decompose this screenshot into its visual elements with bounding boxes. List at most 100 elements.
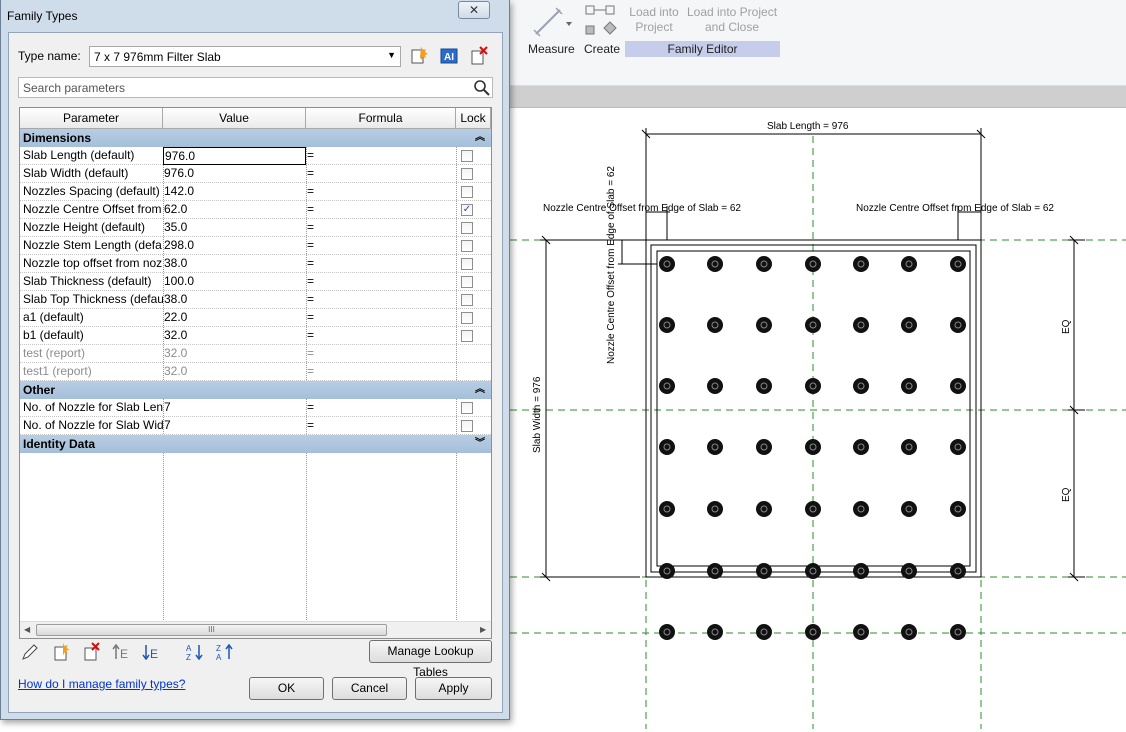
parameter-value-cell[interactable]: 62.0: [164, 202, 188, 216]
search-icon[interactable]: [473, 79, 491, 97]
measure-icon[interactable]: [530, 4, 572, 40]
parameter-formula-cell[interactable]: =: [307, 202, 315, 216]
load-into-project-close-button[interactable]: Load into Project and Close: [686, 5, 778, 34]
parameter-row[interactable]: Slab Thickness (default)100.0=: [20, 273, 491, 291]
remove-parameter-icon[interactable]: [81, 642, 101, 662]
column-header-parameter[interactable]: Parameter: [20, 108, 163, 129]
load-into-project-button[interactable]: Load into Project: [629, 5, 679, 34]
parameter-value-cell[interactable]: 32.0: [164, 328, 188, 342]
create-icon[interactable]: [584, 4, 618, 38]
parameter-formula-cell[interactable]: =: [307, 292, 315, 306]
parameter-value-cell[interactable]: 976.0: [164, 166, 195, 180]
delete-type-icon[interactable]: [468, 45, 490, 67]
parameter-value-cell[interactable]: 976.0: [163, 147, 306, 165]
parameter-formula-cell[interactable]: =: [307, 220, 315, 234]
scroll-right-icon[interactable]: ▶: [480, 625, 487, 634]
parameter-formula-cell[interactable]: =: [307, 274, 315, 288]
parameter-formula-cell[interactable]: =: [307, 148, 315, 162]
lock-checkbox[interactable]: [461, 240, 473, 252]
parameter-formula-cell[interactable]: =: [307, 346, 315, 360]
lock-checkbox-checked[interactable]: ✓: [461, 204, 473, 216]
parameter-row[interactable]: b1 (default)32.0=: [20, 327, 491, 345]
parameter-value-cell[interactable]: 38.0: [164, 256, 188, 270]
type-name-dropdown[interactable]: 7 x 7 976mm Filter Slab ▼: [89, 46, 401, 67]
column-header-lock[interactable]: Lock: [456, 108, 491, 129]
lock-checkbox[interactable]: [461, 312, 473, 324]
parameter-value-cell[interactable]: 38.0: [164, 292, 188, 306]
parameter-value-cell[interactable]: 142.0: [164, 184, 195, 198]
parameter-row[interactable]: test1 (report)32.0=: [20, 363, 491, 381]
parameter-formula-cell[interactable]: =: [307, 184, 315, 198]
cancel-button[interactable]: Cancel: [332, 677, 407, 700]
parameter-value-cell[interactable]: 7: [164, 418, 171, 432]
sort-ascending-icon[interactable]: A Z: [185, 642, 205, 662]
parameter-value-cell[interactable]: 35.0: [164, 220, 188, 234]
parameter-value-cell[interactable]: 100.0: [164, 274, 195, 288]
move-down-icon[interactable]: E: [141, 642, 161, 662]
parameter-row[interactable]: a1 (default)22.0=: [20, 309, 491, 327]
apply-button[interactable]: Apply: [415, 677, 492, 700]
parameter-formula-cell[interactable]: =: [307, 364, 315, 378]
horizontal-scrollbar[interactable]: ◀ III ▶: [20, 621, 491, 638]
parameter-formula-cell[interactable]: =: [307, 400, 315, 414]
column-header-formula[interactable]: Formula: [306, 108, 456, 129]
close-button[interactable]: ✕: [458, 1, 490, 19]
group-header[interactable]: Identity Data︾: [20, 435, 491, 453]
group-header[interactable]: Other ︽: [20, 381, 491, 399]
parameter-formula-cell[interactable]: =: [307, 418, 315, 432]
parameter-value-cell[interactable]: 22.0: [164, 310, 188, 324]
manage-lookup-tables-button[interactable]: Manage Lookup Tables: [369, 640, 492, 679]
parameter-formula-cell[interactable]: =: [307, 310, 315, 324]
scroll-left-icon[interactable]: ◀: [24, 625, 31, 634]
lock-checkbox[interactable]: [461, 186, 473, 198]
scrollbar-thumb[interactable]: III: [36, 624, 387, 636]
svg-text:E: E: [150, 647, 158, 661]
parameter-value-cell[interactable]: 298.0: [164, 238, 195, 252]
parameter-formula-cell[interactable]: =: [307, 328, 315, 342]
sort-descending-icon[interactable]: Z A: [215, 642, 235, 662]
parameter-formula-cell[interactable]: =: [307, 166, 315, 180]
lock-checkbox[interactable]: [461, 420, 473, 432]
lock-checkbox[interactable]: [461, 168, 473, 180]
group-title: Other: [23, 383, 56, 397]
new-type-icon[interactable]: [408, 45, 430, 67]
parameter-value-cell[interactable]: 32.0: [164, 346, 188, 360]
lock-checkbox[interactable]: [461, 294, 473, 306]
edit-parameter-icon[interactable]: [20, 642, 40, 662]
lock-checkbox[interactable]: [461, 276, 473, 288]
parameter-row[interactable]: Slab Length (default)976.0=: [20, 147, 491, 165]
parameter-formula-cell[interactable]: =: [307, 238, 315, 252]
parameter-row[interactable]: test (report)32.0=: [20, 345, 491, 363]
parameter-grid[interactable]: Parameter Value Formula Lock Dimensions︽…: [19, 107, 492, 639]
rename-type-icon[interactable]: AI: [438, 45, 460, 67]
parameter-row[interactable]: Slab Width (default)976.0=: [20, 165, 491, 183]
lock-checkbox[interactable]: [461, 330, 473, 342]
parameter-value-cell[interactable]: 32.0: [164, 364, 188, 378]
move-up-icon[interactable]: E: [111, 642, 131, 662]
parameter-formula-cell[interactable]: =: [307, 256, 315, 270]
add-parameter-icon[interactable]: [51, 642, 71, 662]
lock-checkbox[interactable]: [461, 258, 473, 270]
expand-group-icon[interactable]: ︾: [475, 438, 485, 449]
help-link[interactable]: How do I manage family types?: [18, 677, 186, 691]
parameter-row[interactable]: Nozzle Height (default)35.0=: [20, 219, 491, 237]
lock-checkbox[interactable]: [461, 150, 473, 162]
collapse-group-icon[interactable]: ︽: [475, 132, 485, 143]
lock-checkbox[interactable]: [461, 222, 473, 234]
lock-checkbox[interactable]: [461, 402, 473, 414]
group-header[interactable]: Dimensions︽: [20, 129, 491, 147]
column-header-value[interactable]: Value: [163, 108, 306, 129]
parameter-row[interactable]: Nozzles Spacing (default)142.0=: [20, 183, 491, 201]
search-input[interactable]: [18, 77, 493, 98]
parameter-value-cell[interactable]: 7: [164, 400, 171, 414]
ok-button[interactable]: OK: [249, 677, 324, 700]
dialog-titlebar[interactable]: Family Types ✕: [1, 0, 509, 32]
collapse-group-icon[interactable]: ︽: [475, 384, 485, 395]
